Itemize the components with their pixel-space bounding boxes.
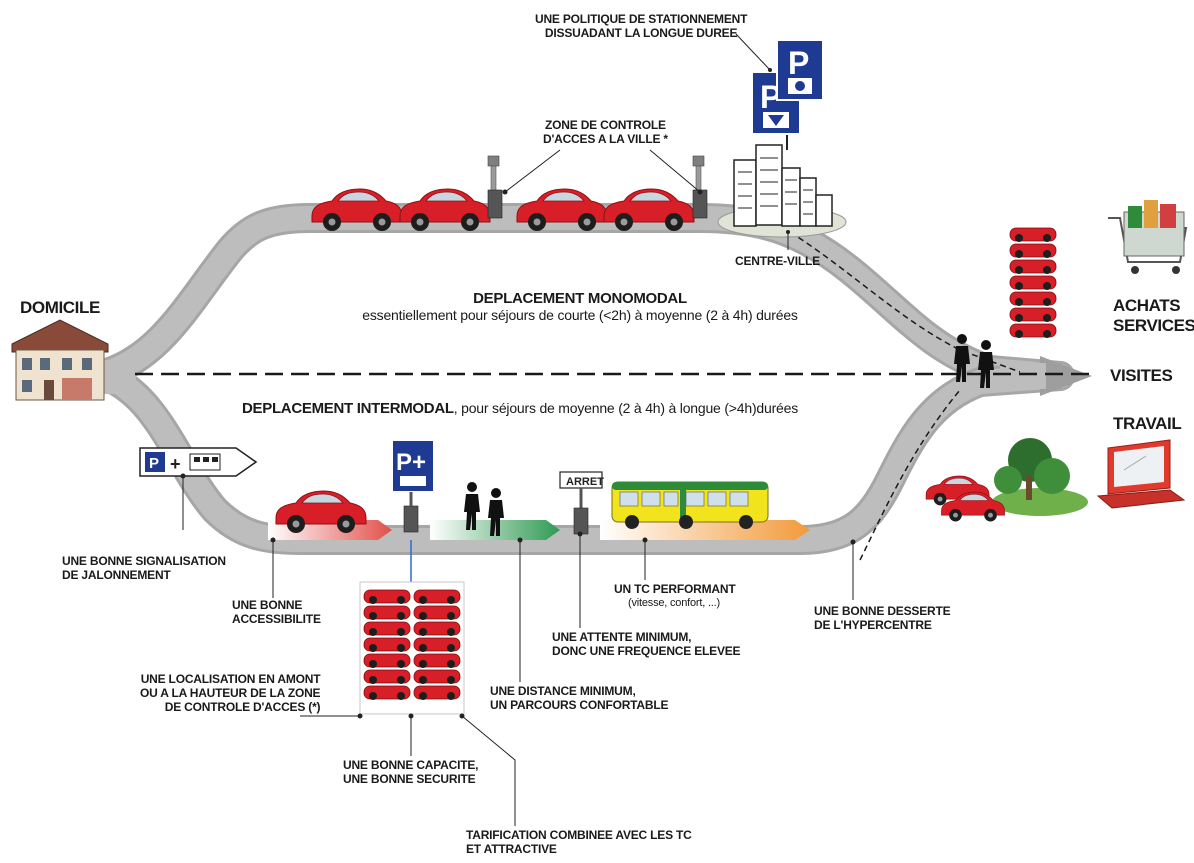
services-label: SERVICES bbox=[1113, 316, 1194, 335]
park-and-ride-sign-text: P+ bbox=[396, 449, 426, 476]
access-zone-line-1: ZONE DE CONTROLE bbox=[545, 118, 666, 132]
parking-policy-label: UNE POLITIQUE DE STATIONNEMENT DISSUADAN… bbox=[535, 12, 747, 40]
visites-label: VISITES bbox=[1110, 366, 1173, 385]
achats-services-label: ACHATS SERVICES bbox=[1113, 296, 1194, 336]
localisation-label: UNE LOCALISATION EN AMONT OU A LA HAUTEU… bbox=[140, 672, 321, 714]
monomodal-title: DEPLACEMENT MONOMODAL bbox=[473, 290, 687, 307]
laptop-icon bbox=[1096, 439, 1186, 509]
centre-ville-label: CENTRE-VILLE bbox=[735, 254, 820, 268]
accessibilite-label: UNE BONNE ACCESSIBILITE bbox=[232, 598, 321, 626]
bus-stop-label: ARRET bbox=[566, 476, 604, 488]
access-control-poles bbox=[487, 149, 708, 219]
intermodal-title: DEPLACEMENT INTERMODAL bbox=[242, 400, 454, 417]
access-zone-label: ZONE DE CONTROLE D'ACCES A LA VILLE * bbox=[543, 118, 668, 146]
tc-title: UN TC PERFORMANT bbox=[614, 582, 736, 596]
travail-label: TRAVAIL bbox=[1113, 414, 1182, 433]
desserte-label: UNE BONNE DESSERTE DE L'HYPERCENTRE bbox=[814, 604, 951, 632]
monomodal-subtitle: essentiellement pour séjours de courte (… bbox=[362, 307, 798, 323]
bus-stop-sign: ARRET bbox=[559, 471, 604, 535]
pr-sign-p-letter: P bbox=[149, 455, 159, 472]
domicile-label: DOMICILE bbox=[20, 298, 100, 317]
callout-lines bbox=[272, 534, 854, 826]
park-scene bbox=[925, 438, 1088, 522]
stacked-cars-right bbox=[1009, 227, 1057, 339]
capacite-label: UNE BONNE CAPACITE, UNE BONNE SECURITE bbox=[343, 758, 479, 786]
access-zone-line-2: D'ACCES A LA VILLE * bbox=[543, 132, 668, 146]
bus-icon bbox=[611, 481, 769, 529]
tarification-label: TARIFICATION COMBINEE AVEC LES TC ET ATT… bbox=[466, 828, 692, 856]
intermodal-subtitle: , pour séjours de moyenne (2 à 4h) à lon… bbox=[453, 400, 799, 416]
parking-policy-line-1: UNE POLITIQUE DE STATIONNEMENT bbox=[535, 12, 748, 26]
pr-direction-sign: P + bbox=[139, 447, 258, 530]
shopping-cart-icon bbox=[1108, 200, 1188, 274]
callout-dots bbox=[180, 189, 856, 719]
parking-capacity-stack bbox=[359, 581, 465, 715]
city-centre bbox=[717, 144, 847, 250]
pr-sign-plus: + bbox=[170, 454, 181, 474]
house-icon bbox=[11, 319, 109, 401]
attente-label: UNE ATTENTE MINIMUM, DONC UNE FREQUENCE … bbox=[552, 630, 741, 658]
park-and-ride-sign: P+ bbox=[391, 439, 435, 582]
parking-signs-top: P P bbox=[735, 33, 824, 150]
signalisation-label: UNE BONNE SIGNALISATION DE JALONNEMENT bbox=[62, 554, 226, 582]
parking-sign-meter-letter: P bbox=[788, 45, 809, 81]
tc-subtitle: (vitesse, confort, ...) bbox=[628, 597, 720, 609]
distance-label: UNE DISTANCE MINIMUM, UN PARCOURS CONFOR… bbox=[490, 684, 669, 712]
access-pole-left bbox=[487, 155, 503, 219]
monomodal-block: DEPLACEMENT MONOMODAL essentiellement po… bbox=[320, 290, 840, 323]
bottom-arrows bbox=[268, 520, 810, 540]
achats-label: ACHATS bbox=[1113, 296, 1181, 315]
tc-label: UN TC PERFORMANT (vitesse, confort, ...) bbox=[614, 582, 736, 610]
access-pole-right bbox=[692, 155, 708, 219]
intermodal-block: DEPLACEMENT INTERMODAL, pour séjours de … bbox=[242, 400, 798, 418]
parking-policy-line-2: DISSUADANT LA LONGUE DUREE bbox=[544, 26, 738, 40]
